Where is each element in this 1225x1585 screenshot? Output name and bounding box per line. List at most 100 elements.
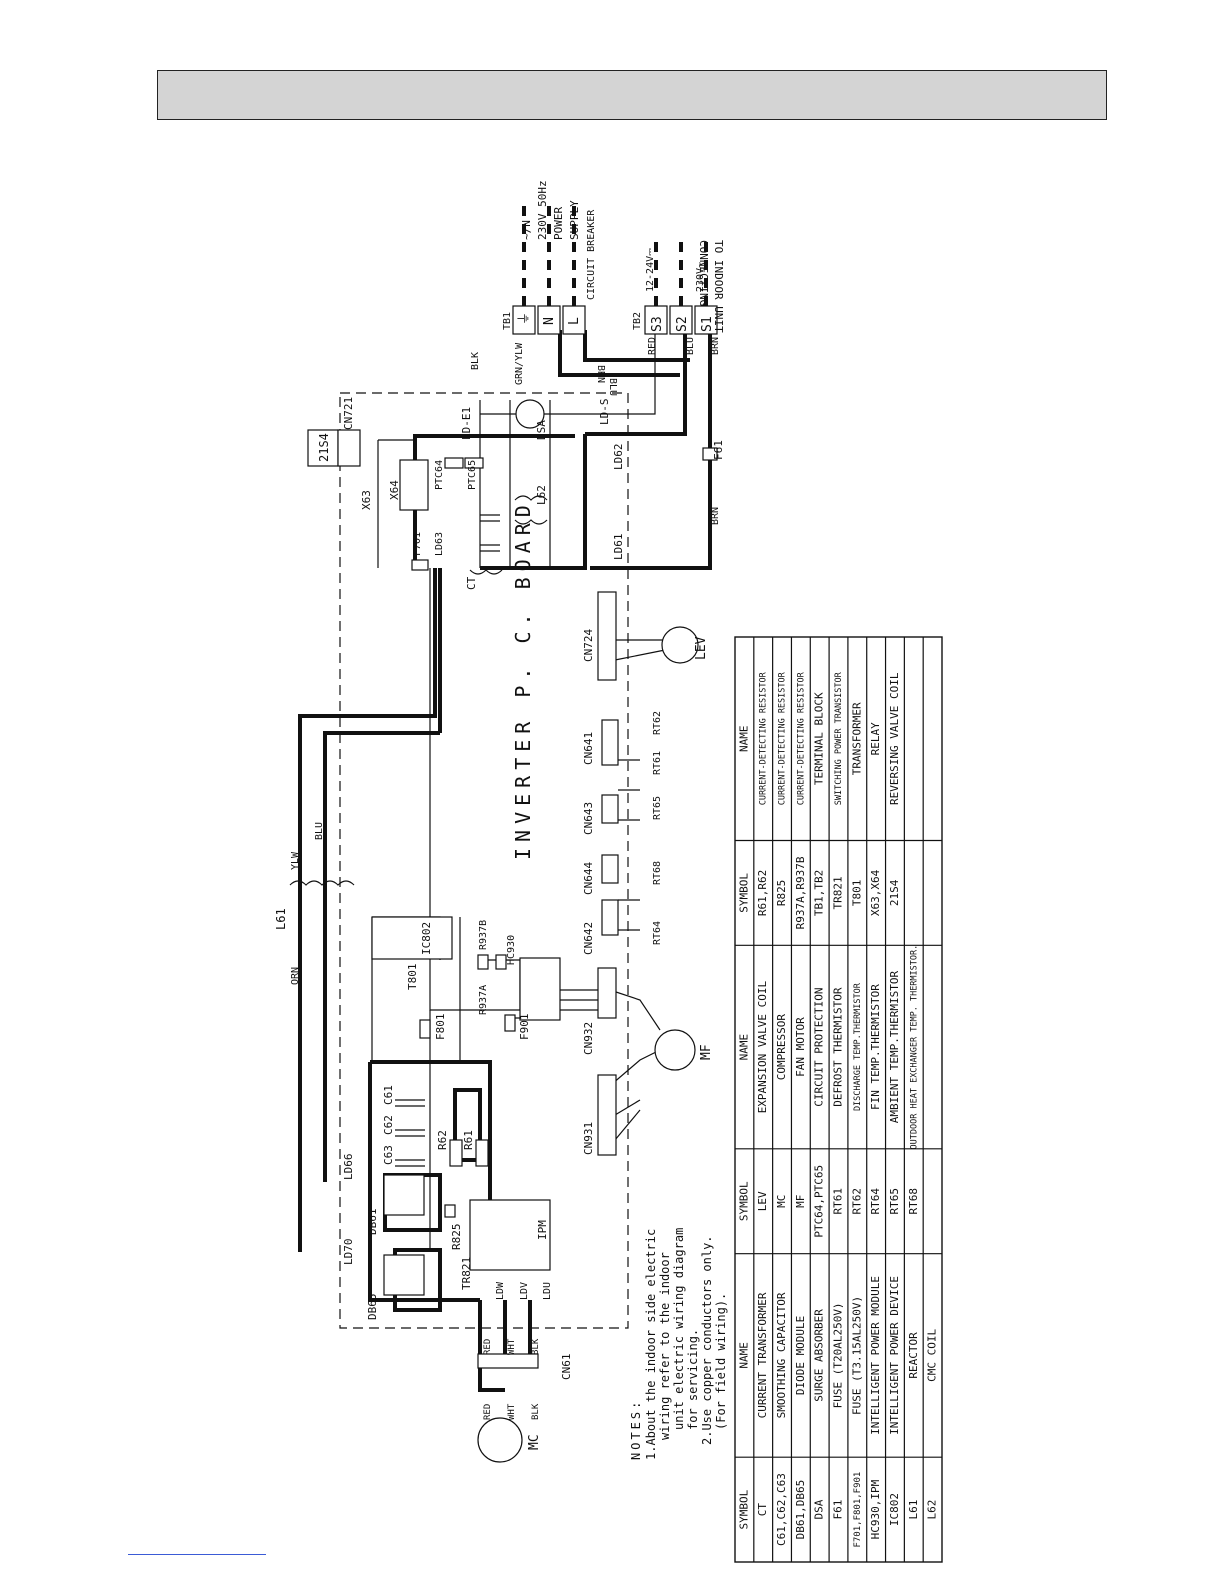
- legend-frame: [734, 636, 943, 1563]
- svg-text:CN61: CN61: [560, 1354, 573, 1381]
- svg-text:CONNECTING: CONNECTING: [697, 240, 710, 306]
- legend-name-cell: FIN TEMP.THERMISTOR: [869, 984, 882, 1110]
- legend-symbol-cell: RT62: [850, 1188, 863, 1215]
- legend-name-cell: EXPANSION VALVE COIL: [756, 980, 769, 1113]
- legend-symbol-cell: R61,R62: [756, 870, 769, 916]
- legend-name-cell: DEFROST THERMISTOR: [832, 987, 845, 1107]
- legend-name-cell: CURRENT-DETECTING RESISTOR: [778, 671, 788, 805]
- legend-symbol-cell: R825: [775, 880, 788, 907]
- svg-text:F701: F701: [412, 532, 423, 556]
- svg-text:R62: R62: [436, 1130, 449, 1150]
- legend-symbol-cell: C61,C62,C63: [775, 1473, 788, 1546]
- svg-text:L62: L62: [535, 485, 548, 505]
- legend-symbol-cell: R937A,R937B: [794, 856, 807, 929]
- svg-text:S2: S2: [675, 316, 690, 332]
- legend-header-symbol: SYMBOL: [737, 1489, 750, 1529]
- svg-text:230V~: 230V~: [695, 262, 706, 292]
- svg-text:LDV: LDV: [519, 1282, 530, 1300]
- svg-text:TB2: TB2: [632, 312, 643, 330]
- svg-text:RED: RED: [647, 337, 658, 355]
- svg-text:BLU: BLU: [314, 822, 325, 840]
- svg-text:X64: X64: [388, 480, 401, 500]
- legend-name-cell: CURRENT TRANSFORMER: [756, 1292, 769, 1418]
- legend-symbol-cell: L61: [907, 1500, 920, 1520]
- svg-text:LD61: LD61: [612, 534, 625, 561]
- svg-text:21S4: 21S4: [317, 433, 331, 462]
- svg-text:RT64: RT64: [652, 921, 663, 945]
- svg-text:IPM: IPM: [536, 1220, 549, 1240]
- svg-text:BLK: BLK: [470, 352, 481, 370]
- svg-text:(For field wiring).: (For field wiring).: [714, 1293, 728, 1430]
- svg-text:LEV: LEV: [694, 636, 709, 660]
- legend-symbol-cell: L62: [926, 1500, 939, 1520]
- svg-text:WHT: WHT: [507, 1403, 517, 1420]
- motors: [477, 399, 699, 1463]
- svg-text:DSA: DSA: [535, 420, 548, 440]
- svg-text:F61: F61: [712, 440, 725, 460]
- header-bar: [157, 70, 1107, 120]
- svg-text:ORN: ORN: [290, 967, 301, 985]
- legend-name-cell: SURGE ABSORBER: [813, 1309, 826, 1402]
- svg-text:RED: RED: [483, 1339, 493, 1355]
- svg-text:CN932: CN932: [582, 1022, 595, 1055]
- svg-text:N: N: [542, 317, 557, 325]
- svg-text:~/N: ~/N: [520, 220, 533, 240]
- svg-text:BRN: BRN: [710, 507, 721, 525]
- svg-text:BLU: BLU: [685, 337, 696, 355]
- svg-text:L: L: [567, 317, 582, 325]
- svg-text:PTC65: PTC65: [467, 460, 478, 490]
- legend-name-cell: FUSE (T3.15AL250V): [850, 1296, 863, 1415]
- svg-text:RT65: RT65: [652, 796, 663, 820]
- svg-text:GRN/YLW: GRN/YLW: [514, 342, 525, 385]
- svg-text:LD63: LD63: [434, 532, 445, 556]
- svg-text:BRN: BRN: [595, 365, 606, 383]
- svg-text:CN644: CN644: [582, 862, 595, 895]
- legend-symbol-cell: RT68: [907, 1188, 920, 1215]
- capacitors: [395, 514, 500, 1167]
- svg-text:LD-S: LD-S: [598, 399, 611, 426]
- svg-text:CN642: CN642: [582, 922, 595, 955]
- legend-name-cell: OUTDOOR HEAT EXCHANGER TEMP. THERMISTOR.: [909, 945, 919, 1150]
- svg-text:S3: S3: [650, 316, 665, 332]
- legend-header-symbol: SYMBOL: [737, 1181, 750, 1221]
- svg-text:2.Use copper conductors only.: 2.Use copper conductors only.: [700, 1235, 714, 1445]
- legend-name-cell: COMPRESSOR: [775, 1014, 788, 1081]
- resistor-boxes: [307, 429, 718, 1296]
- svg-text:for servicing.: for servicing.: [686, 1329, 700, 1430]
- legend-header-name: NAME: [737, 1342, 750, 1369]
- svg-text:RED: RED: [483, 1404, 493, 1420]
- svg-text:S1: S1: [700, 316, 715, 332]
- svg-text:R61: R61: [462, 1130, 475, 1150]
- legend-symbol-cell: TR821: [832, 876, 845, 909]
- legend-name-cell: SWITCHING POWER TRANSISTOR: [834, 671, 844, 805]
- legend-symbol-cell: TB1,TB2: [813, 870, 826, 916]
- svg-text:F901: F901: [518, 1014, 531, 1041]
- legend-name-cell: RELAY: [869, 722, 882, 755]
- legend-name-cell: INTELLIGENT POWER DEVICE: [888, 1276, 901, 1435]
- svg-text:BLK: BLK: [531, 1338, 541, 1355]
- legend-name-cell: CURRENT-DETECTING RESISTOR: [759, 671, 769, 805]
- svg-text:C61: C61: [382, 1085, 395, 1105]
- legend-name-cell: CIRCUIT PROTECTION: [813, 987, 826, 1106]
- legend-name-cell: INTELLIGENT POWER MODULE: [869, 1276, 882, 1435]
- svg-text:LD70: LD70: [342, 1239, 355, 1266]
- svg-text:DB61: DB61: [366, 1209, 379, 1236]
- svg-text:CT: CT: [465, 576, 478, 590]
- legend-name-cell: DIODE MODULE: [794, 1316, 807, 1395]
- notes: NOTES: 1.About the indoor side electric …: [629, 1228, 728, 1460]
- legend-name-cell: REACTOR: [907, 1332, 920, 1379]
- legend-name-cell: FAN MOTOR: [794, 1017, 807, 1077]
- legend-name-cell: FUSE (T20AL250V): [832, 1302, 845, 1408]
- legend-symbol-cell: LEV: [756, 1191, 769, 1211]
- svg-text:L61: L61: [274, 908, 288, 930]
- svg-text:YLW: YLW: [290, 851, 301, 870]
- legend-symbol-cell: X63,X64: [869, 869, 882, 916]
- svg-text:TB1: TB1: [502, 312, 513, 330]
- svg-text:MF: MF: [699, 1044, 714, 1060]
- legend-name-cell: DISCHARGE TEMP.THERMISTOR: [853, 982, 863, 1111]
- svg-text:MC: MC: [527, 1434, 542, 1450]
- svg-text:C63: C63: [382, 1145, 395, 1165]
- legend-symbol-cell: DB61,DB65: [794, 1480, 807, 1540]
